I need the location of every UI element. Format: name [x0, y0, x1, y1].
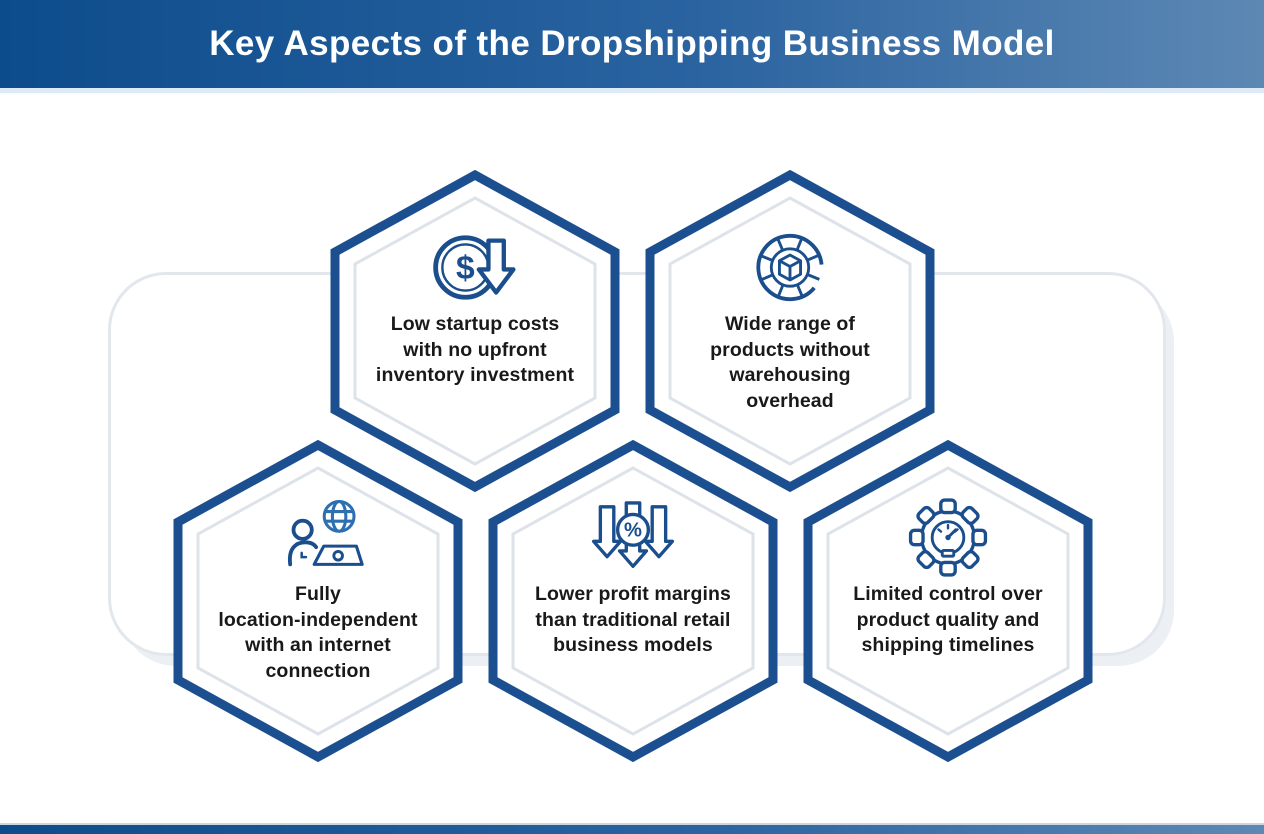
- hex-label: Limited control over product quality and…: [853, 583, 1043, 656]
- page-title: Key Aspects of the Dropshipping Business…: [209, 24, 1055, 63]
- footer-accent-strip: [0, 823, 1264, 825]
- remote-work-globe-icon: [270, 496, 366, 578]
- product-wheel-icon: [742, 226, 838, 308]
- hex-location-independent: Fully location-independent with an inter…: [173, 440, 463, 762]
- hex-limited-control: Limited control over product quality and…: [803, 440, 1093, 762]
- hexagon-outline: [173, 440, 463, 762]
- hexagon-outline: [330, 170, 620, 492]
- dollar-decrease-icon: $: [427, 226, 523, 308]
- hex-wide-product-range: Wide range of products without warehousi…: [645, 170, 935, 492]
- hexagon-outline: [645, 170, 935, 492]
- hexagon-outline: [803, 440, 1093, 762]
- hex-label: Low startup costs with no upfront invent…: [375, 313, 575, 386]
- hex-lower-profit-margins: % Lower profit margins than traditional …: [488, 440, 778, 762]
- hex-label: Fully location-independent with an inter…: [218, 583, 418, 682]
- header-bar: Key Aspects of the Dropshipping Business…: [0, 0, 1264, 88]
- footer-bar: [0, 825, 1264, 834]
- hex-low-startup-costs: $ Low startup costs with no upfront inve…: [330, 170, 620, 492]
- svg-text:$: $: [456, 250, 475, 287]
- svg-text:%: %: [624, 519, 642, 541]
- hex-label: Wide range of products without warehousi…: [710, 313, 870, 412]
- percent-down-arrows-icon: %: [585, 496, 681, 578]
- header-accent-strip: [0, 88, 1264, 93]
- hexagon-outline: [488, 440, 778, 762]
- hex-label: Lower profit margins than traditional re…: [535, 583, 731, 656]
- gear-gauge-icon: [900, 496, 996, 578]
